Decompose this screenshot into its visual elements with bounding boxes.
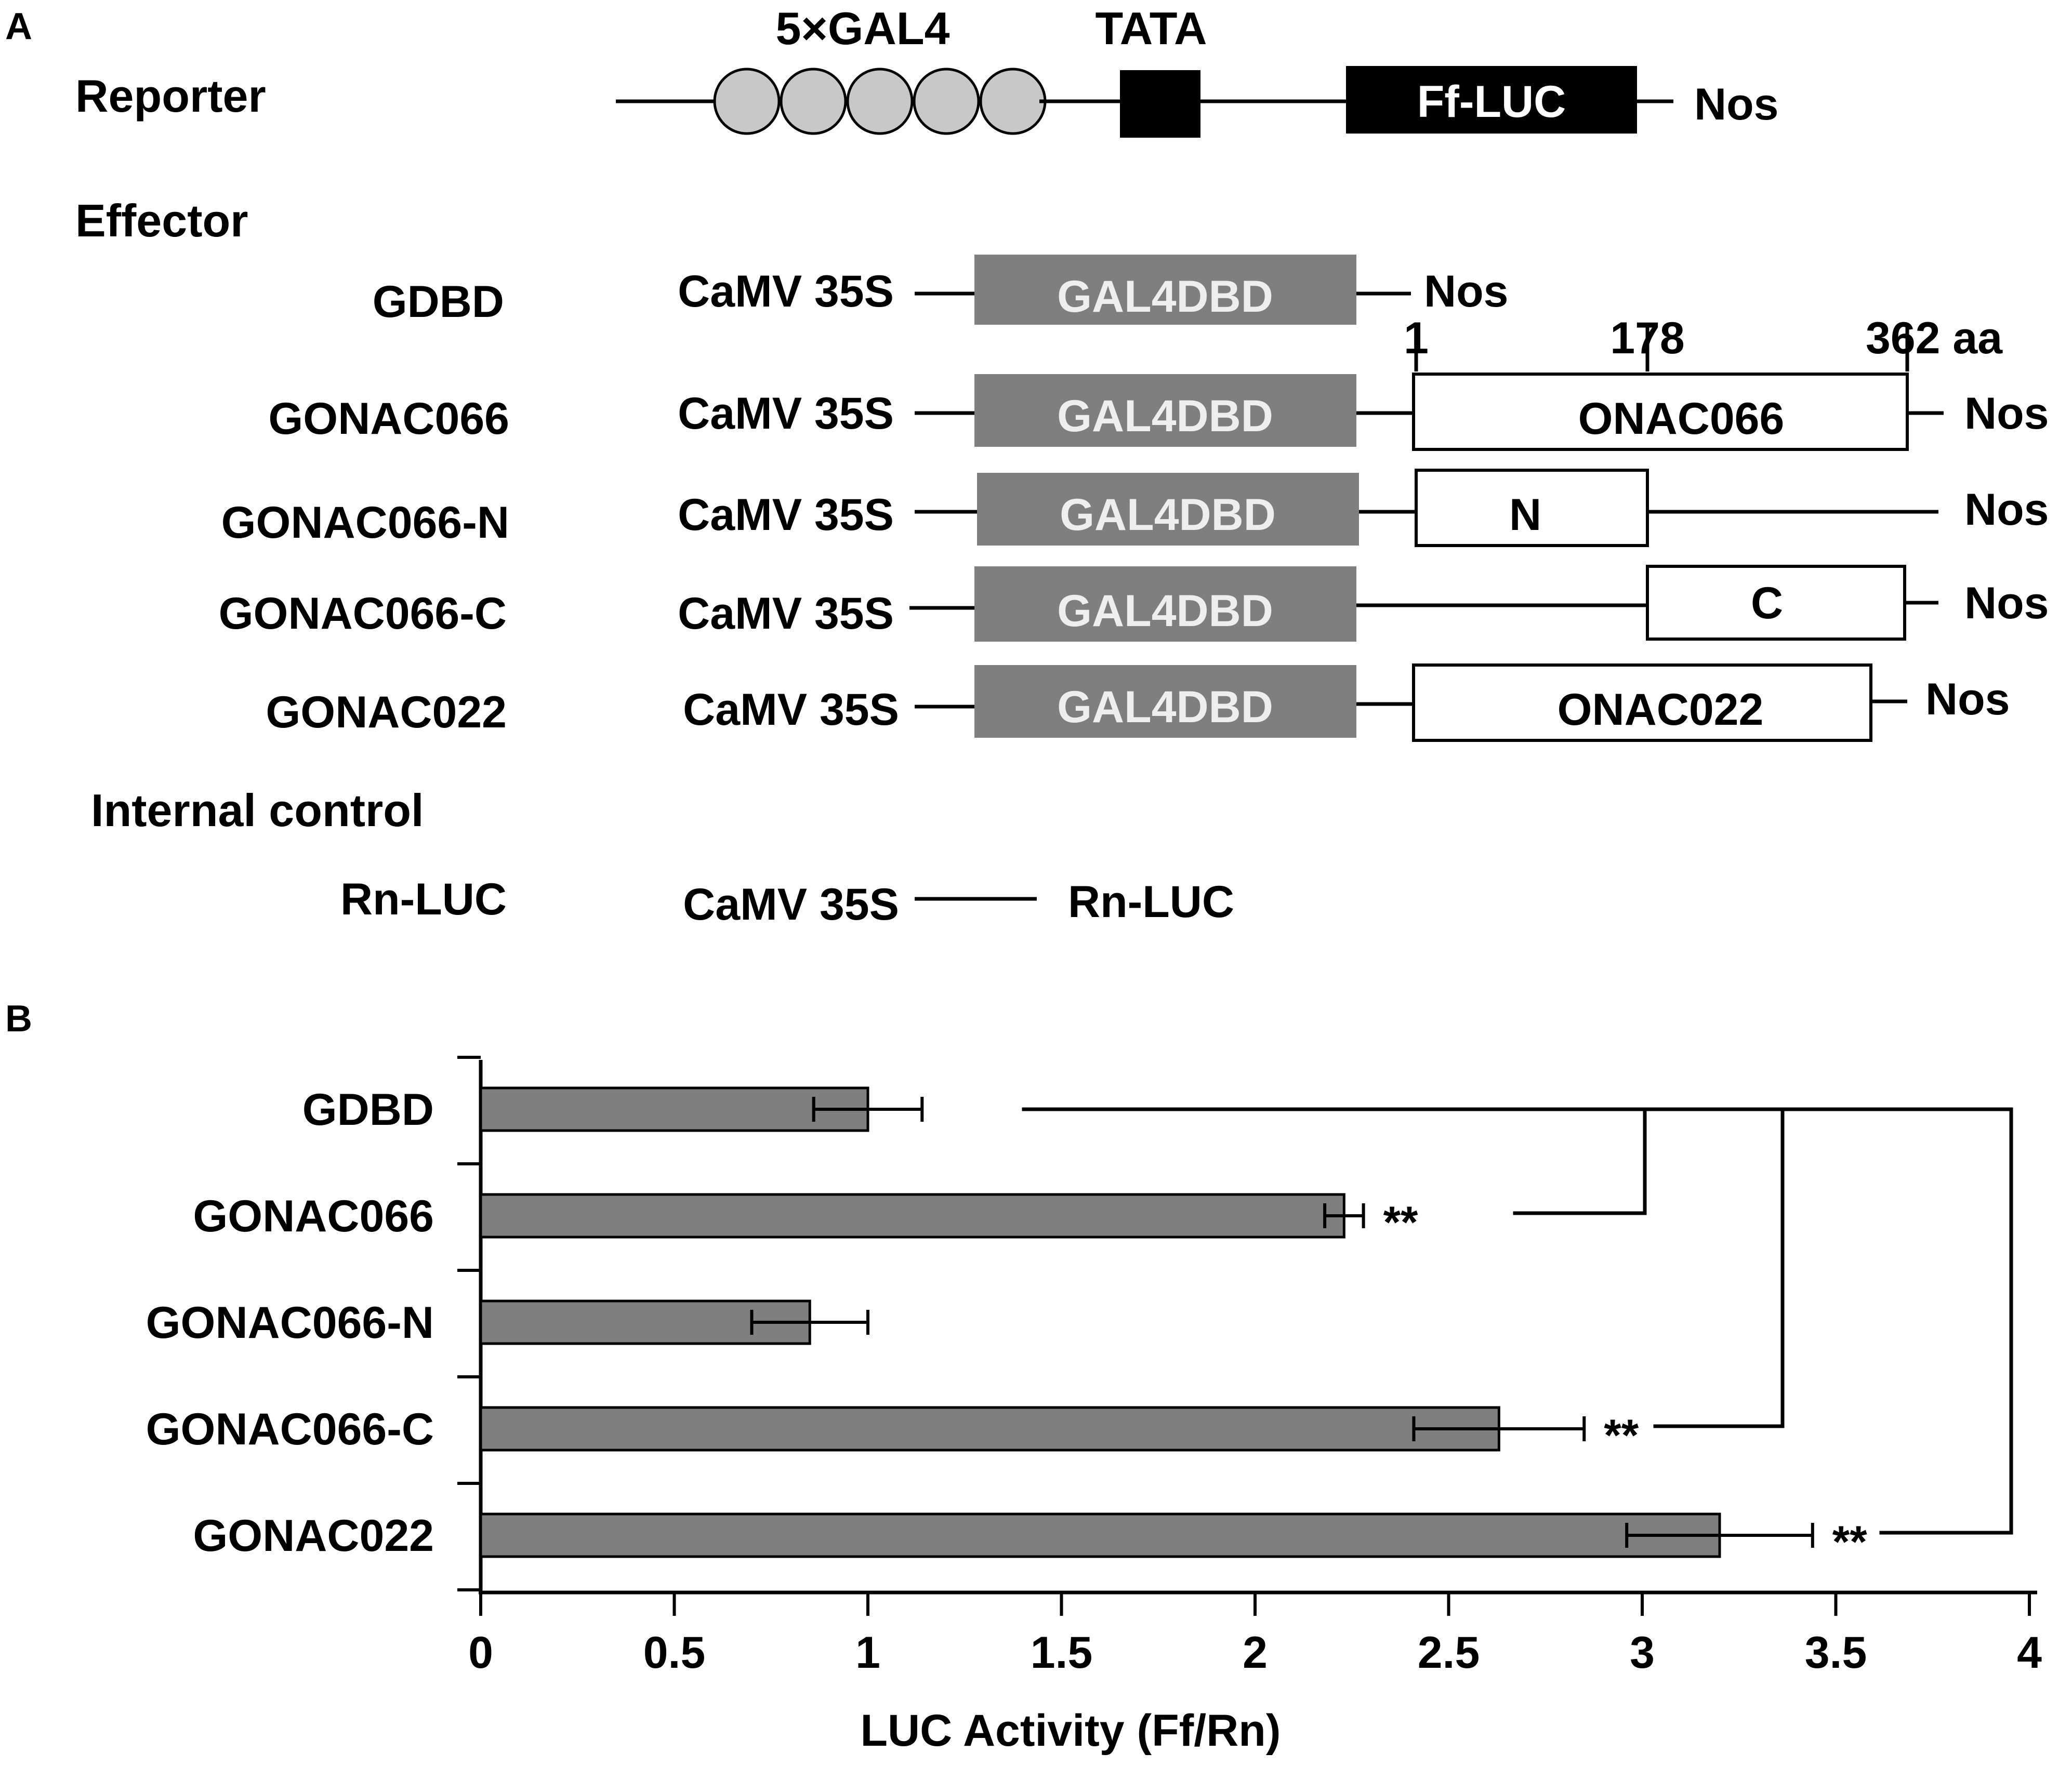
construct-name: GONAC066-N: [221, 498, 509, 548]
x-tick-label: 1.5: [1031, 1628, 1093, 1678]
fusion-label: N: [1509, 490, 1541, 540]
gal4dbd-label: GAL4DBD: [1057, 272, 1273, 322]
x-tick-label: 3.5: [1805, 1628, 1867, 1678]
ff-luc-box: [1346, 66, 1637, 134]
construct-gonac066-n: GONAC066-N CaMV 35S GAL4DBD N Nos: [221, 469, 2049, 548]
gal4dbd-label: GAL4DBD: [1057, 586, 1273, 636]
promoter-label: CaMV 35S: [678, 589, 894, 639]
bar-chart: 0 0.5 1 1.5 2 2.5 3 3.5 4 ** ** ** GDBD GONAC066GON…: [146, 1056, 2042, 1756]
bar: [479, 1086, 869, 1132]
rn-luc-gene-label: Rn-LUC: [1068, 877, 1234, 927]
fusion-label: ONAC022: [1558, 685, 1764, 735]
x-tick-label: 4: [2017, 1628, 2042, 1678]
construct-gonac066-c: GONAC066-C CaMV 35S GAL4DBD C Nos: [219, 565, 2049, 642]
terminator-label: Nos: [1424, 267, 1508, 316]
category-label: GDBD: [302, 1085, 434, 1135]
gal4dbd-box: [977, 473, 1359, 546]
terminator-label: Nos: [1925, 674, 2010, 724]
promoter-label: CaMV 35S: [678, 389, 894, 439]
y-axis-ticks: [457, 1056, 481, 1591]
internal-control: Internal control Rn-LUC CaMV 35S Rn-LUC: [91, 785, 1234, 930]
panel-b-label: B: [5, 998, 32, 1040]
panel-a-label: A: [5, 6, 32, 47]
bar: [479, 1406, 1500, 1452]
construct-name: GONAC066: [268, 394, 509, 444]
x-axis-title: LUC Activity (Ff/Rn): [861, 1706, 1281, 1756]
fusion-label: C: [1751, 578, 1783, 628]
gal4-site-circle: [713, 68, 781, 135]
reporter-row-label: Reporter: [75, 70, 266, 122]
fusion-box: [1412, 663, 1872, 742]
gal4dbd-box: [974, 566, 1356, 642]
gal4dbd-box: [974, 665, 1356, 738]
gal4-sites-label: 5×GAL4: [775, 3, 949, 54]
gal4dbd-box: [974, 374, 1356, 447]
gal4dbd-label: GAL4DBD: [1060, 490, 1276, 540]
bar: [479, 1193, 1345, 1239]
x-tick-label: 0.5: [643, 1628, 706, 1678]
panel-a: A Reporter 5×GAL4 TATA Ff-LUC Nos Effect…: [5, 3, 2049, 930]
ff-luc-label: Ff-LUC: [1417, 77, 1566, 127]
reporter-construct: Reporter 5×GAL4 TATA Ff-LUC Nos: [75, 3, 1778, 138]
fusion-box: [1646, 565, 1906, 641]
gal4-site-circle: [780, 68, 847, 135]
terminator-label: Nos: [1964, 389, 2049, 439]
x-tick-label: 0: [468, 1628, 493, 1678]
promoter-label: CaMV 35S: [683, 685, 899, 735]
effector-heading: Effector: [75, 195, 248, 246]
reporter-terminator-label: Nos: [1694, 79, 1778, 129]
terminator-label: Nos: [1964, 485, 2049, 535]
x-tick-label: 1: [855, 1628, 880, 1678]
construct-gonac066: GONAC066 CaMV 35S GAL4DBD ONAC066 Nos: [268, 373, 2049, 451]
x-tick-label: 2: [1243, 1628, 1268, 1678]
promoter-label: CaMV 35S: [678, 267, 894, 316]
construct-name: GONAC066-C: [219, 589, 507, 639]
gal4dbd-box: [974, 255, 1356, 325]
tata-box: [1120, 70, 1200, 138]
gal4-site-circle: [979, 68, 1047, 135]
bar: [479, 1512, 1721, 1558]
significance-brackets: [1022, 1107, 2013, 1535]
x-axis-ticks: [479, 1592, 2031, 1616]
bars: ** ** **: [479, 1086, 1867, 1567]
construct-name: GDBD: [373, 277, 504, 327]
significance-label: **: [1604, 1411, 1639, 1460]
internal-control-heading: Internal control: [91, 785, 424, 836]
category-label: GONAC066-N: [146, 1298, 434, 1348]
gal4-site-circle: [913, 68, 980, 135]
significance-label: **: [1383, 1198, 1418, 1247]
construct-name: GONAC022: [266, 687, 507, 737]
fusion-box: [1412, 373, 1909, 451]
rn-luc-promoter-label: CaMV 35S: [683, 880, 899, 930]
gal4dbd-label: GAL4DBD: [1057, 391, 1273, 441]
category-label: GONAC066-C: [146, 1404, 434, 1454]
gal4-sites: [713, 68, 1047, 135]
category-label: GONAC022: [193, 1511, 434, 1561]
category-label: GONAC066: [193, 1191, 434, 1241]
construct-gdbd: GDBD CaMV 35S GAL4DBD Nos: [373, 255, 1508, 327]
fusion-box: [1415, 469, 1649, 547]
tata-label: TATA: [1095, 3, 1207, 54]
terminator-label: Nos: [1964, 578, 2049, 628]
promoter-label: CaMV 35S: [678, 490, 894, 540]
x-axis-tick-labels: 0 0.5 1 1.5 2 2.5 3 3.5 4: [468, 1628, 2042, 1678]
gal4-site-circle: [846, 68, 914, 135]
construct-gonac022: GONAC022 CaMV 35S GAL4DBD ONAC022 Nos: [266, 663, 2010, 742]
significance-label: **: [1832, 1517, 1867, 1567]
gal4dbd-label: GAL4DBD: [1057, 682, 1273, 732]
x-tick-label: 3: [1630, 1628, 1655, 1678]
x-tick-label: 2.5: [1418, 1628, 1480, 1678]
fusion-label: ONAC066: [1578, 394, 1785, 444]
position-label-end: 362 aa: [1866, 313, 2003, 363]
rn-luc-row-label: Rn-LUC: [340, 874, 507, 924]
